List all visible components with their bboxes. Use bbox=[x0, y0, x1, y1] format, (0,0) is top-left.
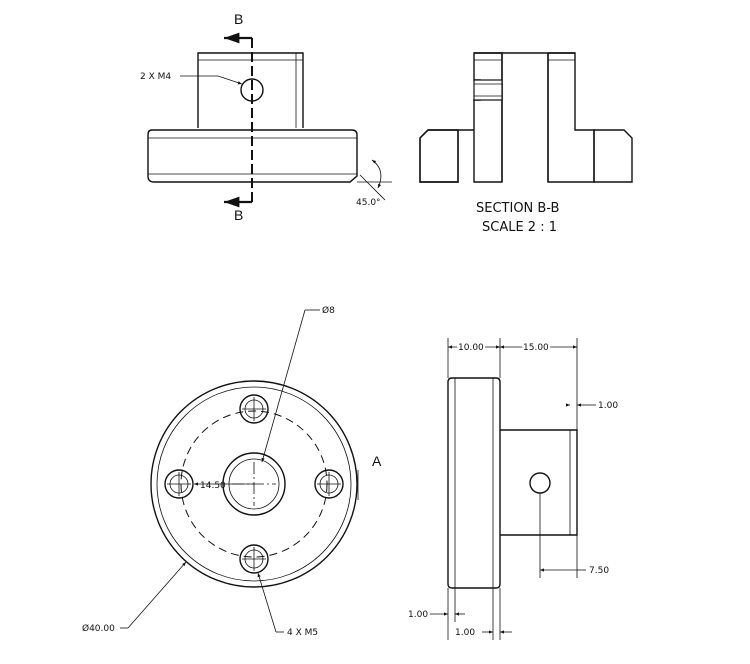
section-scale: SCALE 2 : 1 bbox=[482, 220, 557, 235]
top-view bbox=[120, 309, 359, 633]
section-mark-top: B bbox=[234, 11, 243, 27]
front-view bbox=[147, 32, 392, 208]
m5-hole-label: 4 X M5 bbox=[287, 628, 318, 638]
m5-hole bbox=[239, 544, 269, 574]
outer-dia-label: Ø40.00 bbox=[82, 623, 115, 634]
section-title: SECTION B-B bbox=[476, 201, 559, 216]
view-a-label: A bbox=[372, 453, 382, 469]
m4-hole-label: 2 X M4 bbox=[140, 72, 171, 82]
hub-offset-label: 1.00 bbox=[598, 401, 618, 411]
bolt-circle-radius-label: 14.50 bbox=[200, 481, 226, 491]
section-view bbox=[419, 52, 633, 183]
chamfer-left-label: 1.00 bbox=[408, 610, 428, 620]
section-mark-bottom: B bbox=[234, 207, 243, 223]
chamfer-bottom-label: 1.00 bbox=[455, 628, 475, 638]
chamfer-angle-label: 45.0° bbox=[356, 198, 381, 208]
bore-dia-label: Ø8 bbox=[322, 305, 335, 316]
hub-length-label: 15.00 bbox=[523, 343, 549, 353]
flange-width-label: 10.00 bbox=[458, 343, 484, 353]
m5-hole bbox=[239, 394, 269, 424]
m5-hole bbox=[164, 469, 194, 499]
side-view bbox=[430, 338, 596, 640]
m5-hole bbox=[314, 469, 344, 499]
hole-position-label: 7.50 bbox=[589, 566, 609, 576]
